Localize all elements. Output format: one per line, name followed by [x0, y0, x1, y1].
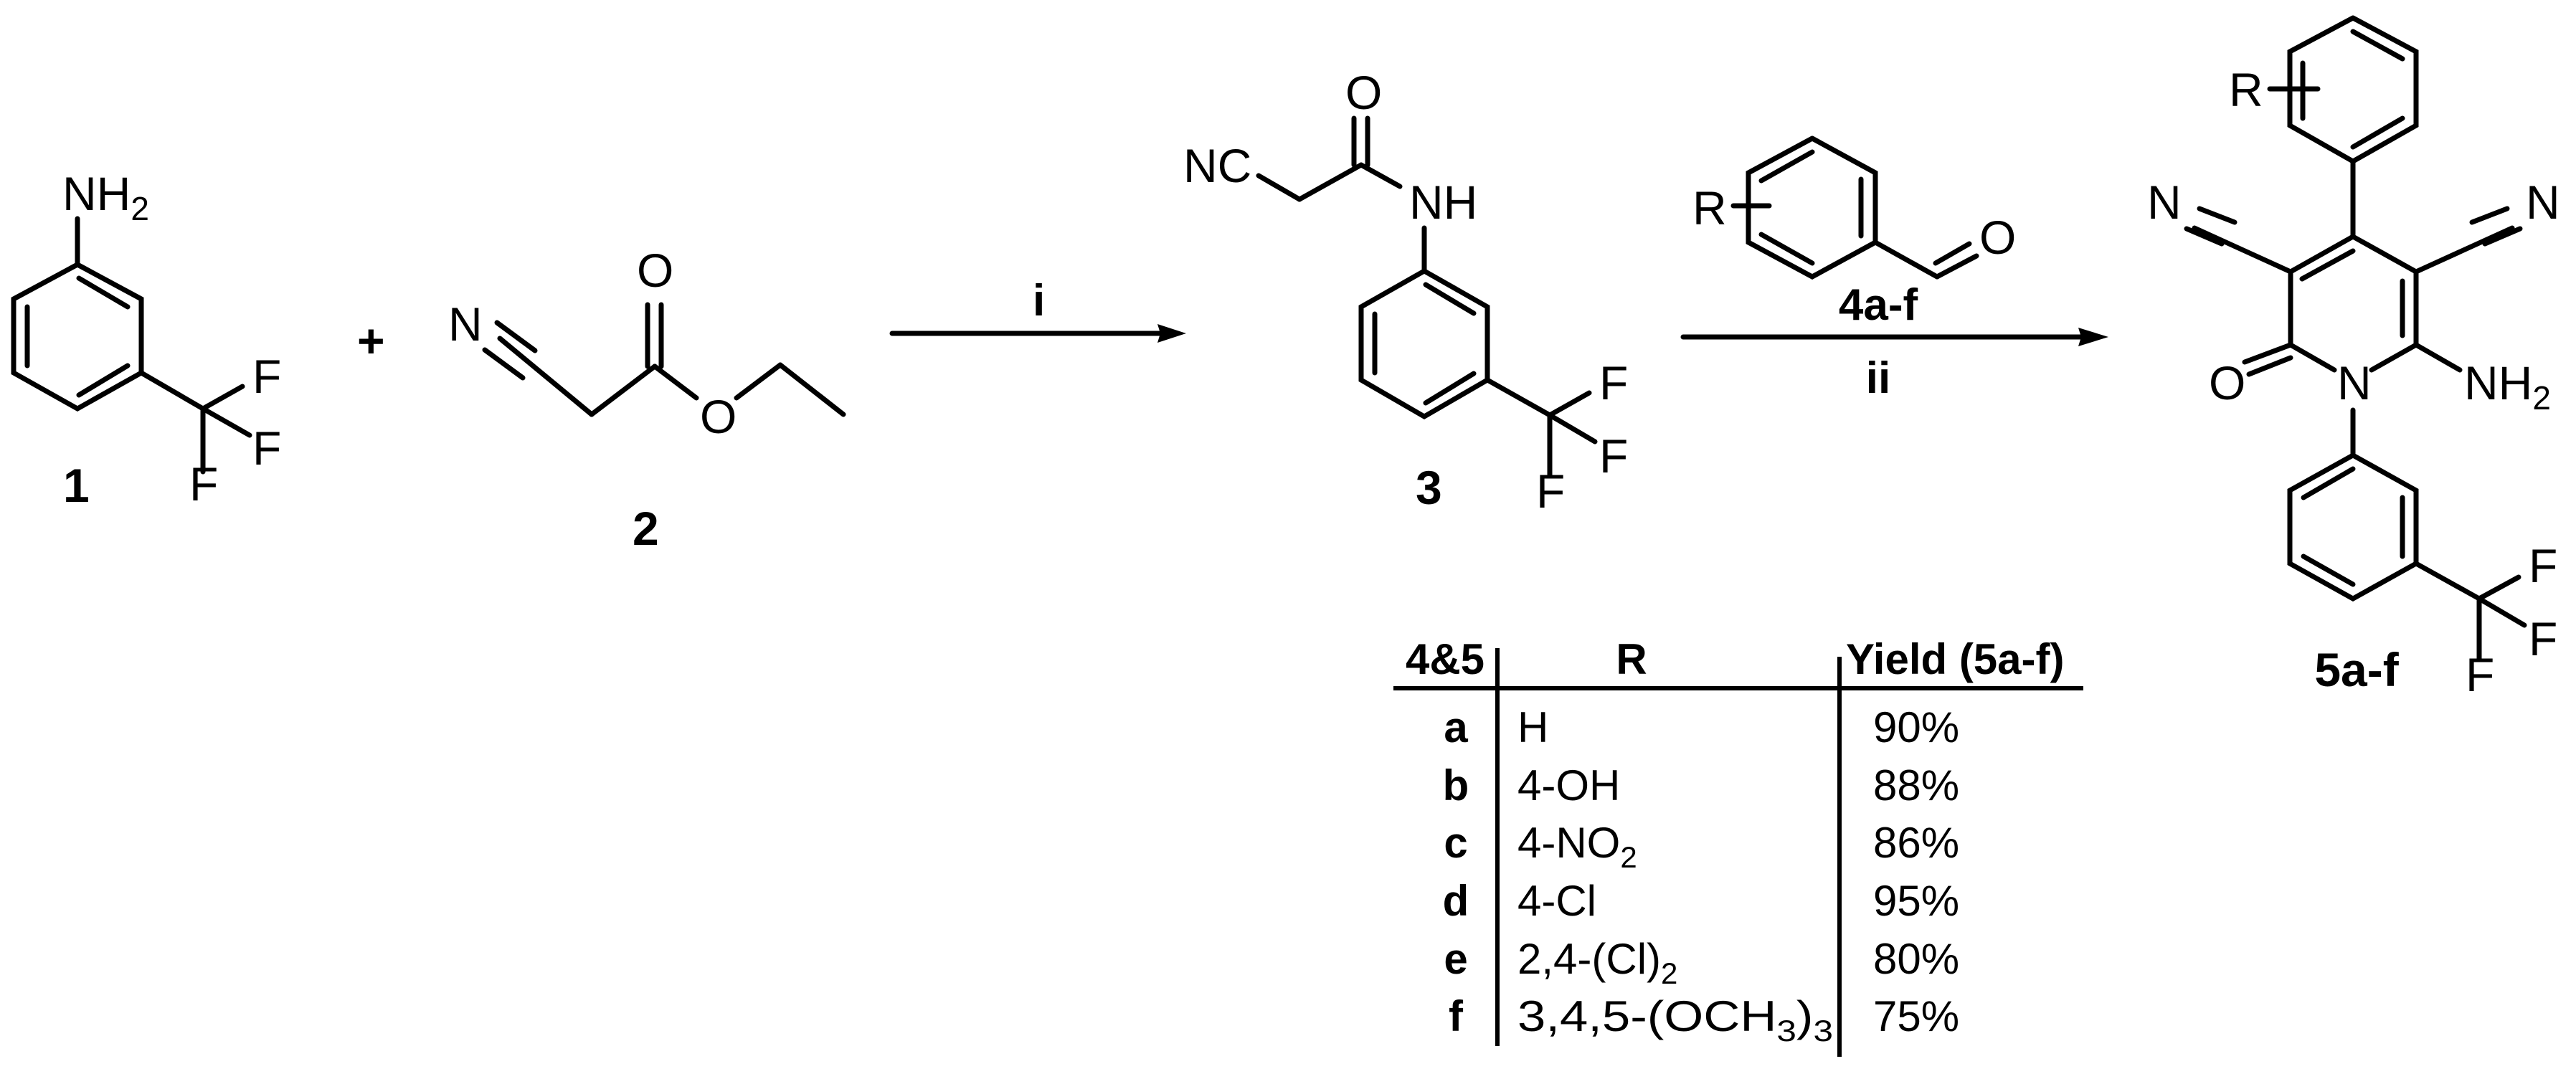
amide-nh-label: NH [1409, 176, 1477, 229]
compound-3-structure: NC O NH F F F [1183, 66, 1628, 518]
nitrile-label: NC [1183, 139, 1251, 192]
table-row: a H 90% [1444, 703, 1959, 751]
reagent-4-label: 4a-f [1839, 280, 1918, 330]
fluorine-label: F [2529, 539, 2557, 592]
table-row: c 4-NO2 86% [1444, 819, 1959, 874]
header-compound: 4&5 [1406, 635, 1484, 683]
r-substituent-label: R [2229, 63, 2263, 116]
product-5-label: 5a-f [2314, 643, 2399, 696]
fluorine-label: F [2529, 612, 2557, 665]
row-yield: 90% [1873, 703, 1959, 751]
row-id: f [1449, 992, 1464, 1040]
fluorine-label: F [1599, 356, 1628, 409]
fluorine-label: F [1599, 429, 1628, 483]
compound-1-structure: NH2 F F F [11, 167, 281, 510]
header-r: R [1616, 635, 1647, 683]
fluorine-label: F [252, 350, 281, 403]
row-r: H [1517, 703, 1548, 751]
step-1-label: i [1033, 276, 1045, 325]
table-row: b 4-OH 88% [1443, 761, 1959, 809]
row-yield: 95% [1873, 877, 1959, 925]
reaction-arrow-step-2 [1680, 328, 2108, 346]
nitrile-n-label: N [448, 298, 483, 351]
nitrile-n-right-label: N [2526, 176, 2560, 229]
row-id: a [1444, 703, 1468, 751]
row-yield: 86% [1873, 819, 1959, 867]
table-row: d 4-Cl 95% [1443, 877, 1959, 925]
header-yield: Yield (5a-f) [1846, 635, 2064, 683]
fluorine-label: F [189, 457, 218, 510]
amine-label: NH2 [62, 167, 149, 227]
row-yield: 88% [1873, 761, 1959, 809]
plus-sign: + [357, 314, 385, 367]
row-yield: 75% [1873, 992, 1959, 1040]
row-id: b [1443, 761, 1469, 809]
row-id: e [1444, 935, 1467, 983]
product-5-structure: R N N O N NH2 F F F [2147, 15, 2560, 701]
compound-2-structure: N O O [448, 244, 846, 443]
carbonyl-o-label: O [1345, 66, 1382, 119]
fluorine-label: F [252, 422, 281, 475]
row-r: 4-NO2 [1517, 819, 1637, 874]
compound-2-label: 2 [633, 502, 659, 555]
yield-table: 4&5 R Yield (5a-f) a H 90% b 4-OH 88% c … [1393, 635, 2083, 1057]
ring-n-label: N [2337, 356, 2372, 409]
table-row: e 2,4-(Cl)2 80% [1444, 935, 1959, 990]
fluorine-label: F [2466, 648, 2494, 701]
step-2-label: ii [1866, 353, 1890, 403]
ester-o-label: O [700, 390, 737, 443]
aldehyde-o-label: O [1979, 211, 2016, 264]
row-r: 4-OH [1517, 761, 1620, 809]
row-r: 2,4-(Cl)2 [1517, 935, 1677, 990]
row-id: d [1443, 877, 1469, 925]
row-id: c [1444, 819, 1467, 867]
row-yield: 80% [1873, 935, 1959, 983]
carbonyl-o-label: O [637, 244, 673, 297]
fluorine-label: F [1536, 465, 1565, 518]
r-substituent-label: R [1692, 181, 1727, 234]
row-r: 4-Cl [1517, 877, 1596, 925]
reaction-arrow-step-1 [889, 324, 1186, 343]
carbonyl-o-label: O [2209, 356, 2245, 409]
reagent-4-structure: R O [1692, 136, 2016, 280]
nitrile-n-left-label: N [2147, 176, 2182, 229]
amine-label: NH2 [2464, 356, 2551, 417]
compound-3-label: 3 [1416, 461, 1442, 514]
compound-1-label: 1 [63, 459, 90, 512]
